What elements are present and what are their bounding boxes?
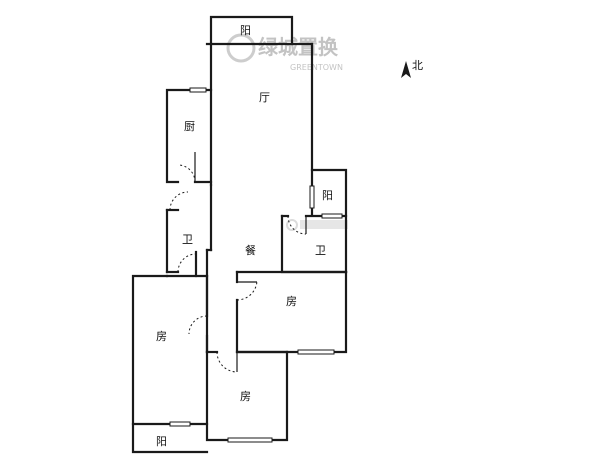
room-label-balcony-right: 阳	[322, 189, 333, 202]
window-bath-right	[321, 213, 343, 219]
room-label-bedroom-east: 房	[286, 295, 297, 308]
room-label-bath-left: 卫	[182, 233, 193, 246]
watermark-brand-cn: 绿城置换	[258, 35, 339, 59]
room-label-dining: 餐	[245, 243, 256, 257]
watermark-logo-icon	[226, 33, 256, 63]
watermark-small	[286, 219, 348, 231]
door-swings	[169, 152, 307, 373]
walls	[131, 15, 348, 454]
compass: 北	[401, 59, 423, 78]
room-label-living: 厅	[259, 91, 270, 104]
window-bedroom-south	[227, 437, 273, 443]
window-balcony-right	[309, 185, 315, 209]
windows	[169, 87, 343, 443]
watermark-brand-en: GREENTOWN	[290, 63, 343, 72]
watermark-small-mark	[300, 220, 348, 229]
window-bedroom-east	[297, 349, 335, 355]
room-label-bedroom-west: 房	[156, 330, 167, 343]
watermark: 绿城置换 GREENTOWN	[226, 33, 343, 72]
room-label-balcony-top: 阳	[240, 24, 251, 37]
window-kitchen	[189, 87, 207, 93]
room-label-kitchen: 厨	[184, 120, 195, 133]
room-label-bath-right: 卫	[315, 244, 326, 257]
watermark-small-logo-icon	[286, 219, 298, 231]
compass-label: 北	[412, 59, 423, 72]
room-label-balcony-bottom: 阳	[156, 435, 167, 448]
window-bedroom-west	[169, 421, 191, 427]
north-arrow-icon	[401, 61, 411, 78]
room-label-bedroom-south: 房	[240, 390, 251, 403]
